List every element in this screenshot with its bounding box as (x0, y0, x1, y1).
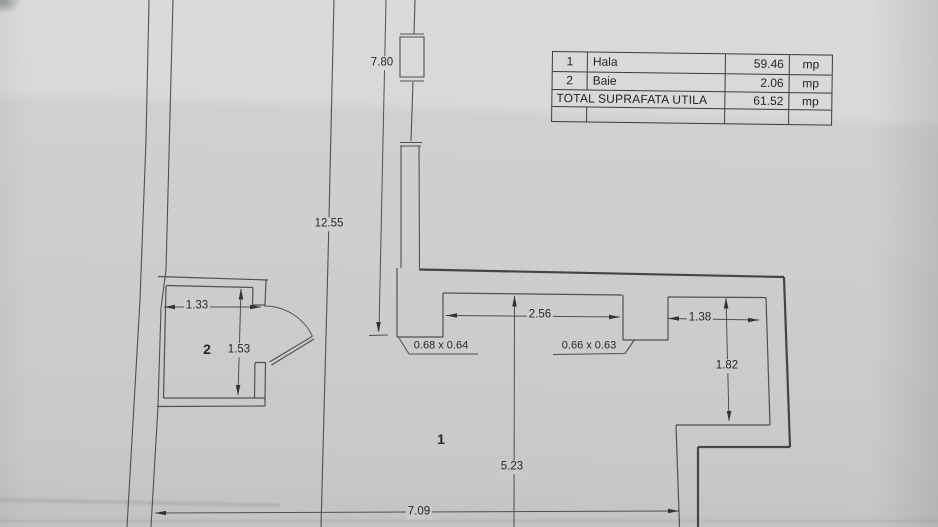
gate-pillars (399, 0, 425, 269)
dim-label-7-80: 7.80 (368, 56, 396, 70)
table-cell-empty (725, 109, 790, 125)
baie-door (263, 305, 315, 366)
dim-line-1-38 (667, 318, 760, 321)
site-boundary-lines (126, 0, 335, 527)
table-empty-row (552, 107, 831, 125)
room-label-hala: 1 (437, 431, 445, 447)
dim-label-12-55: 12.55 (312, 217, 346, 231)
window-callout-leaders (398, 337, 635, 356)
table-cell-unit: mp (789, 55, 832, 76)
baie-walls (156, 275, 269, 408)
room-label-baie: 2 (203, 341, 211, 357)
dim-line-7-80 (378, 0, 387, 332)
table-cell-empty (789, 110, 831, 125)
dimension-lines (154, 0, 760, 527)
dim-label-1-53: 1.53 (225, 343, 253, 357)
dimension-arrowheads (155, 288, 759, 516)
table-cell-total-value: 61.52 (725, 92, 790, 111)
table-cell-name: Baie (587, 72, 726, 93)
window-size-label-right: 0.66 x 0.63 (561, 339, 617, 352)
dim-line-5-23 (513, 295, 515, 527)
table-cell-no: 2 (552, 72, 588, 91)
table-cell-value: 2.06 (725, 74, 790, 94)
dim-label-1-82: 1.82 (713, 359, 741, 373)
window-size-label-left: 0.68 x 0.64 (413, 339, 469, 352)
dim-label-2-56: 2.56 (526, 308, 554, 322)
table-cell-unit: mp (789, 75, 832, 94)
hall-exterior-walls (418, 268, 792, 527)
dim-label-1-33: 1.33 (183, 299, 211, 313)
table-cell-value: 59.46 (725, 54, 790, 76)
dim-label-1-38: 1.38 (686, 311, 714, 325)
table-cell-name: Hala (587, 52, 726, 75)
table-cell-empty (552, 107, 588, 122)
hall-interior-walls (396, 268, 771, 527)
table-cell-no: 1 (552, 52, 588, 73)
dim-label-5-23: 5.23 (498, 460, 526, 474)
dim-line-1-53 (237, 288, 242, 396)
table-cell-empty (587, 107, 726, 124)
table-cell-total-unit: mp (789, 93, 832, 111)
area-table: 1 Hala 59.46 mp 2 Baie 2.06 mp TOTAL SUP… (551, 51, 833, 126)
dim-label-7-09: 7.09 (405, 505, 433, 519)
